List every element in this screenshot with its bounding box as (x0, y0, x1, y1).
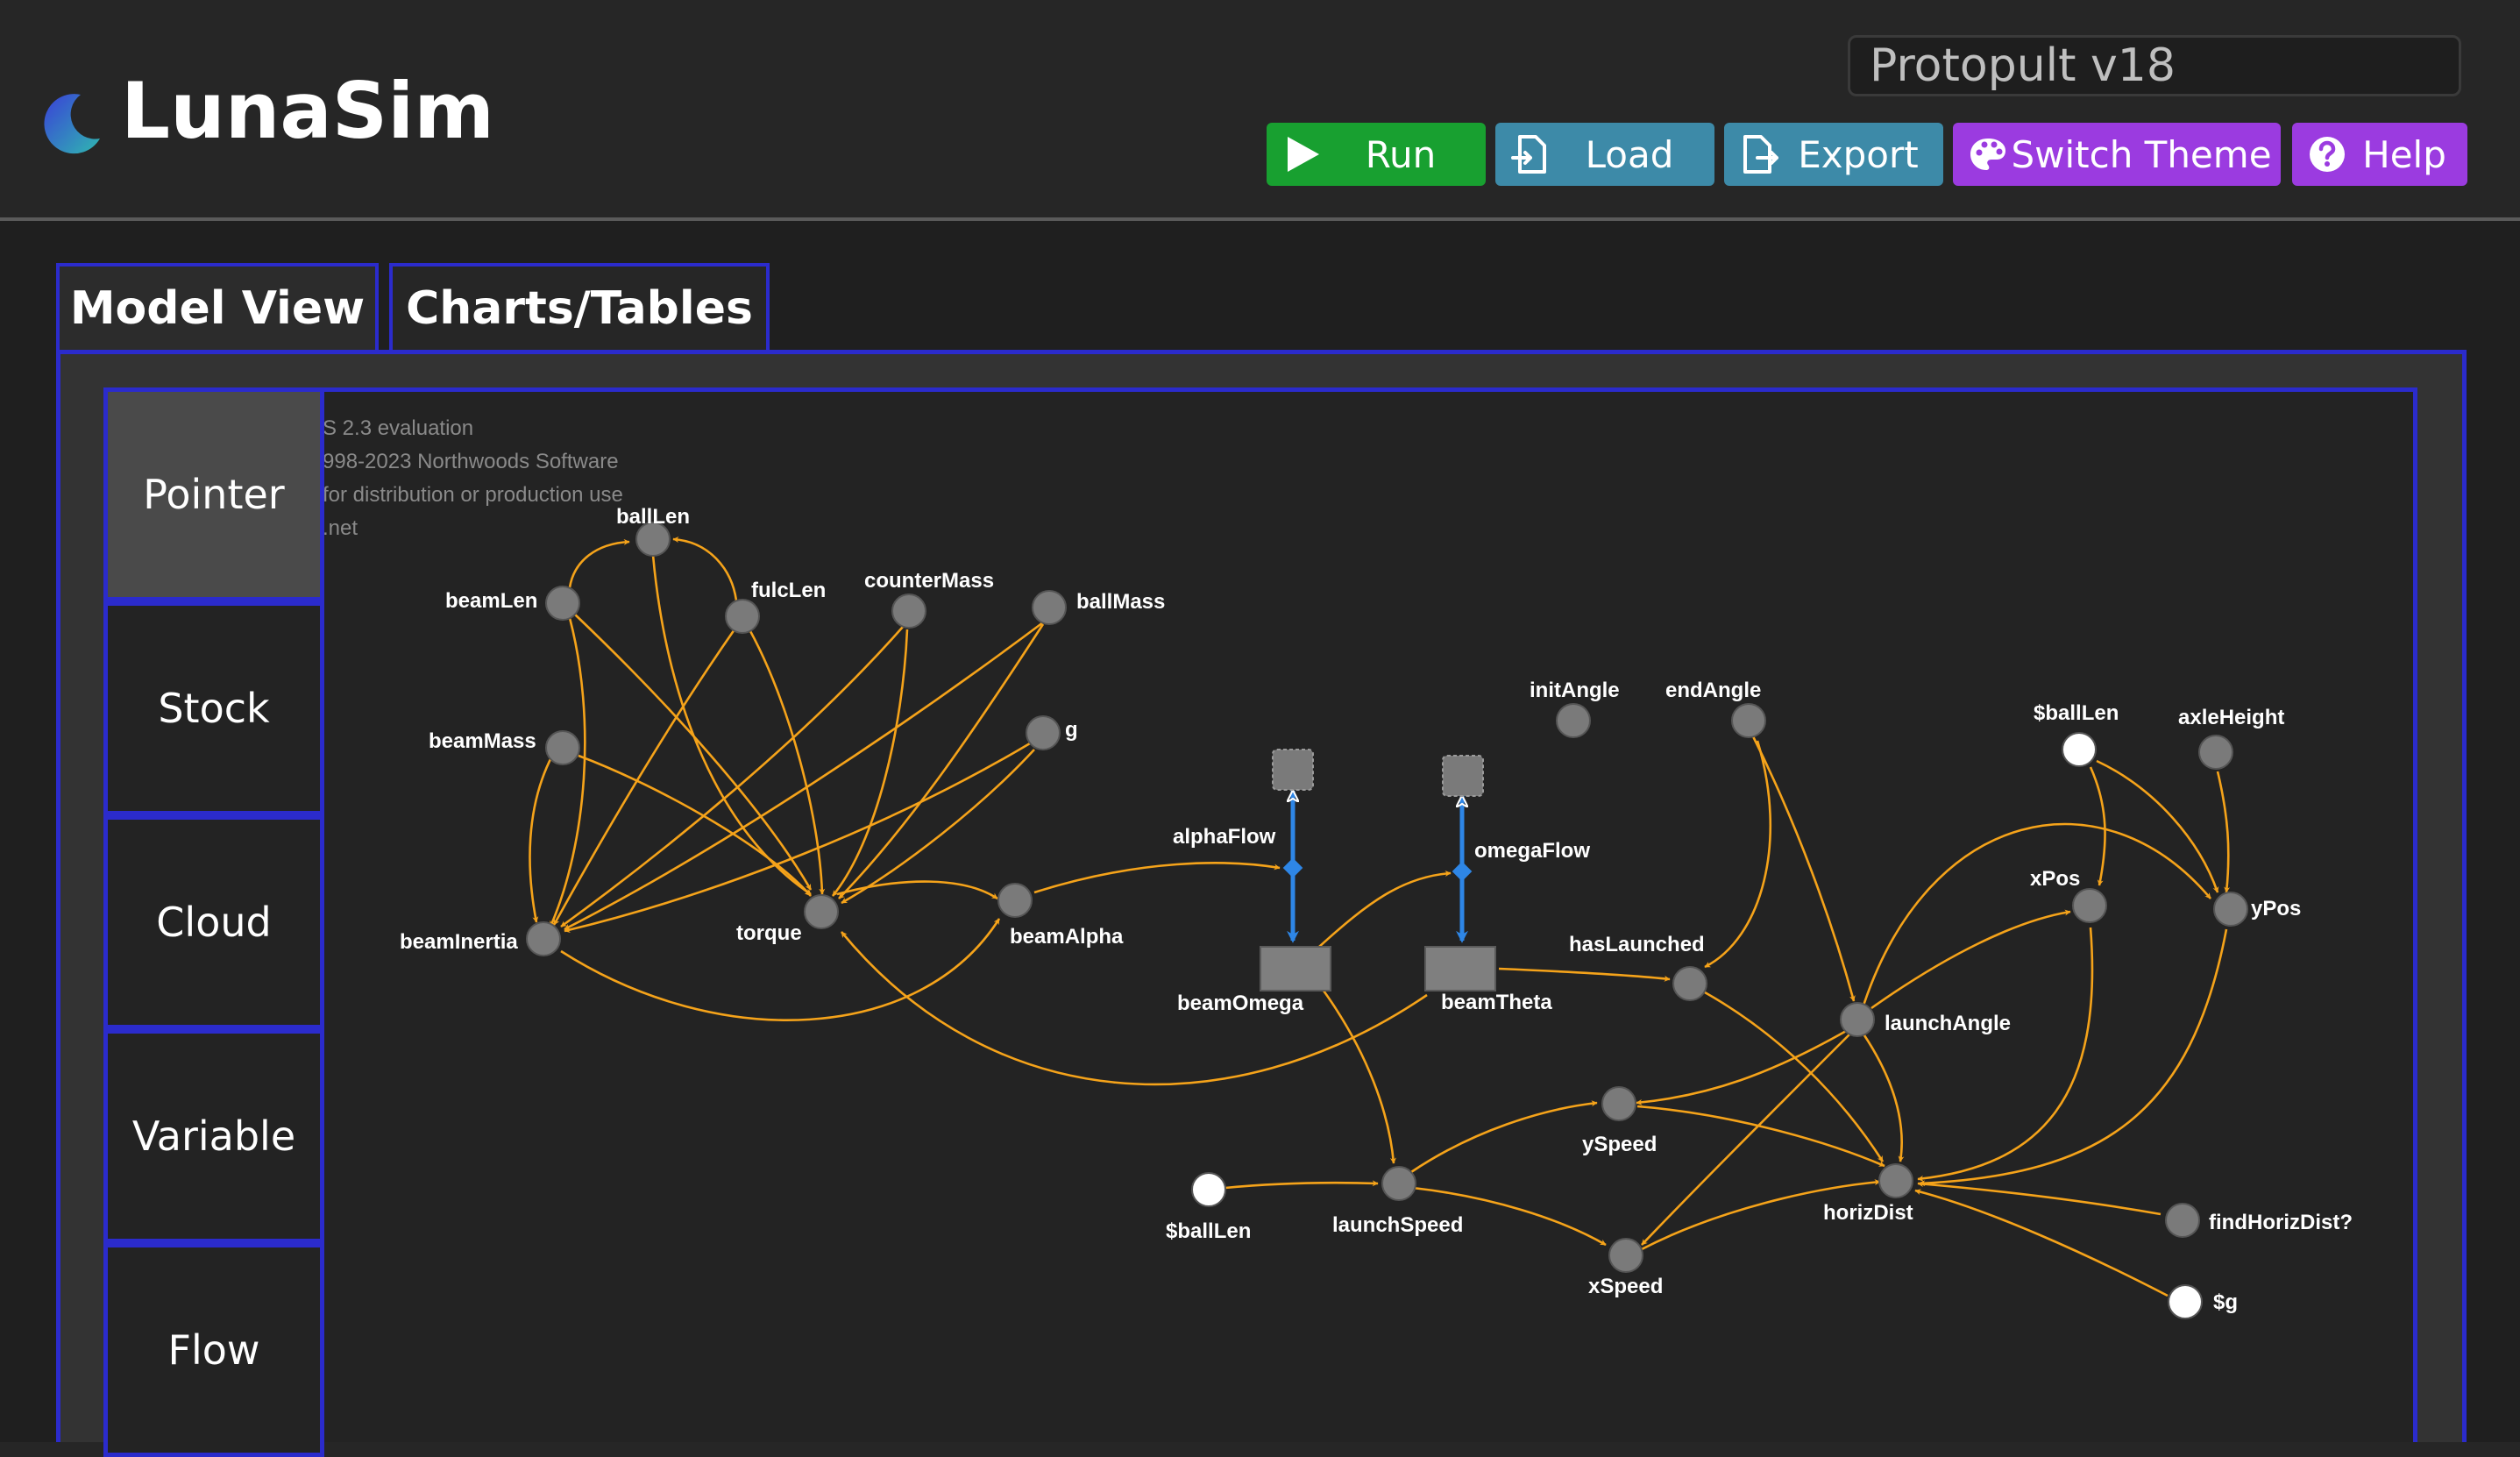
label-endAngle: endAngle (1665, 679, 1761, 702)
node-beamLen[interactable] (545, 586, 580, 621)
label-findHorizDist: findHorizDist? (2209, 1211, 2353, 1234)
header-bar: LunaSim Run Load Export Switch Theme (0, 0, 2520, 221)
node-horizDist[interactable] (1878, 1163, 1913, 1198)
help-button-label: Help (2362, 132, 2446, 176)
label-torque: torque (736, 921, 802, 945)
load-button-label: Load (1585, 132, 1674, 176)
node-axleHeight[interactable] (2198, 735, 2233, 770)
node-ySpeed[interactable] (1601, 1086, 1636, 1121)
palette-cloud[interactable]: Cloud (103, 815, 324, 1029)
node-labels: ballLen beamLen fulcLen counterMass ball… (400, 505, 2353, 1314)
label-beamTheta: beamTheta (1441, 991, 1552, 1014)
watermark-line: S 2.3 evaluation (323, 416, 474, 440)
load-button[interactable]: Load (1495, 123, 1714, 186)
label-launchAngle: launchAngle (1885, 1012, 2011, 1035)
label-beamAlpha: beamAlpha (1010, 925, 1124, 949)
label-beamOmega: beamOmega (1177, 991, 1304, 1015)
run-button-label: Run (1365, 132, 1437, 176)
node-launchSpeed[interactable] (1381, 1166, 1416, 1201)
label-ballMass: ballMass (1076, 590, 1165, 614)
palette-stock[interactable]: Stock (103, 601, 324, 815)
label-beamMass: beamMass (429, 729, 536, 753)
stock-beamOmega[interactable] (1260, 946, 1331, 991)
question-circle-icon (2310, 137, 2345, 172)
node-beamMass[interactable] (545, 730, 580, 765)
label-initAngle: initAngle (1530, 679, 1620, 702)
label-g: g (1065, 718, 1078, 742)
label-beamInertia: beamInertia (400, 930, 518, 954)
tool-palette: Pointer Stock Cloud Variable Flow (103, 387, 324, 1457)
watermark-line: for distribution or production use (323, 483, 623, 507)
palette-flow[interactable]: Flow (103, 1243, 324, 1457)
play-icon (1288, 137, 1319, 172)
node-ballLen[interactable] (635, 522, 671, 557)
label-hasLaunched: hasLaunched (1569, 933, 1705, 956)
label-alphaFlow: alphaFlow (1173, 825, 1276, 849)
node-xSpeed[interactable] (1608, 1238, 1643, 1273)
palette-pointer[interactable]: Pointer (103, 387, 324, 601)
evaluation-watermark: S 2.3 evaluation 998-2023 Northwoods Soft… (323, 412, 623, 545)
node-beamAlpha[interactable] (997, 883, 1033, 918)
label-sg: $g (2213, 1290, 2238, 1314)
node-yPos[interactable] (2213, 892, 2248, 927)
run-button[interactable]: Run (1267, 123, 1486, 186)
tab-charts-tables[interactable]: Charts/Tables (389, 263, 770, 351)
label-launchSpeed: launchSpeed (1332, 1213, 1463, 1237)
label-yPos: yPos (2251, 897, 2301, 920)
cloud-omega[interactable] (1442, 755, 1484, 797)
switch-theme-button-label: Switch Theme (2011, 132, 2272, 176)
palette-variable[interactable]: Variable (103, 1029, 324, 1243)
switch-theme-button[interactable]: Switch Theme (1953, 123, 2281, 186)
node-xPos[interactable] (2072, 888, 2107, 923)
node-sg[interactable] (2168, 1284, 2203, 1319)
label-horizDist: horizDist (1823, 1201, 1913, 1225)
label-sballLen-top: $ballLen (2034, 701, 2119, 725)
node-g[interactable] (1026, 715, 1061, 750)
label-ySpeed: ySpeed (1582, 1133, 1657, 1156)
node-counterMass[interactable] (891, 593, 926, 629)
model-name-input[interactable] (1848, 35, 2461, 96)
stock-beamTheta[interactable] (1424, 946, 1496, 991)
file-import-icon (1511, 135, 1546, 174)
export-button[interactable]: Export (1724, 123, 1943, 186)
node-torque[interactable] (804, 894, 839, 929)
label-ballLen: ballLen (616, 505, 690, 529)
palette-icon (1970, 139, 2005, 170)
label-beamLen: beamLen (445, 589, 537, 613)
node-hasLaunched[interactable] (1672, 966, 1707, 1001)
label-counterMass: counterMass (864, 569, 994, 593)
node-fulcLen[interactable] (725, 599, 760, 634)
file-export-icon (1743, 135, 1778, 174)
label-fulcLen: fulcLen (751, 579, 826, 602)
export-button-label: Export (1798, 132, 1919, 176)
label-xPos: xPos (2030, 867, 2080, 891)
label-xSpeed: xSpeed (1588, 1275, 1663, 1298)
tab-model-view[interactable]: Model View (56, 263, 379, 351)
label-sballLen-bottom: $ballLen (1166, 1219, 1251, 1243)
node-ballMass[interactable] (1032, 590, 1067, 625)
node-sballLen-bottom[interactable] (1191, 1172, 1226, 1207)
diagram-canvas[interactable] (103, 387, 2417, 1442)
moon-logo-icon (44, 94, 100, 154)
label-omegaFlow: omegaFlow (1474, 839, 1590, 863)
node-findHorizDist[interactable] (2165, 1203, 2200, 1238)
label-axleHeight: axleHeight (2178, 706, 2284, 729)
node-endAngle[interactable] (1731, 703, 1766, 738)
watermark-line: 998-2023 Northwoods Software (323, 450, 619, 473)
app-title: LunaSim (121, 66, 494, 156)
node-launchAngle[interactable] (1840, 1002, 1875, 1037)
cloud-alpha[interactable] (1272, 749, 1314, 791)
help-button[interactable]: Help (2292, 123, 2467, 186)
node-sballLen-top[interactable] (2062, 732, 2097, 767)
watermark-line: .net (323, 516, 358, 540)
variable-nodes (526, 522, 2248, 1319)
node-initAngle[interactable] (1556, 703, 1591, 738)
node-beamInertia[interactable] (526, 921, 561, 956)
